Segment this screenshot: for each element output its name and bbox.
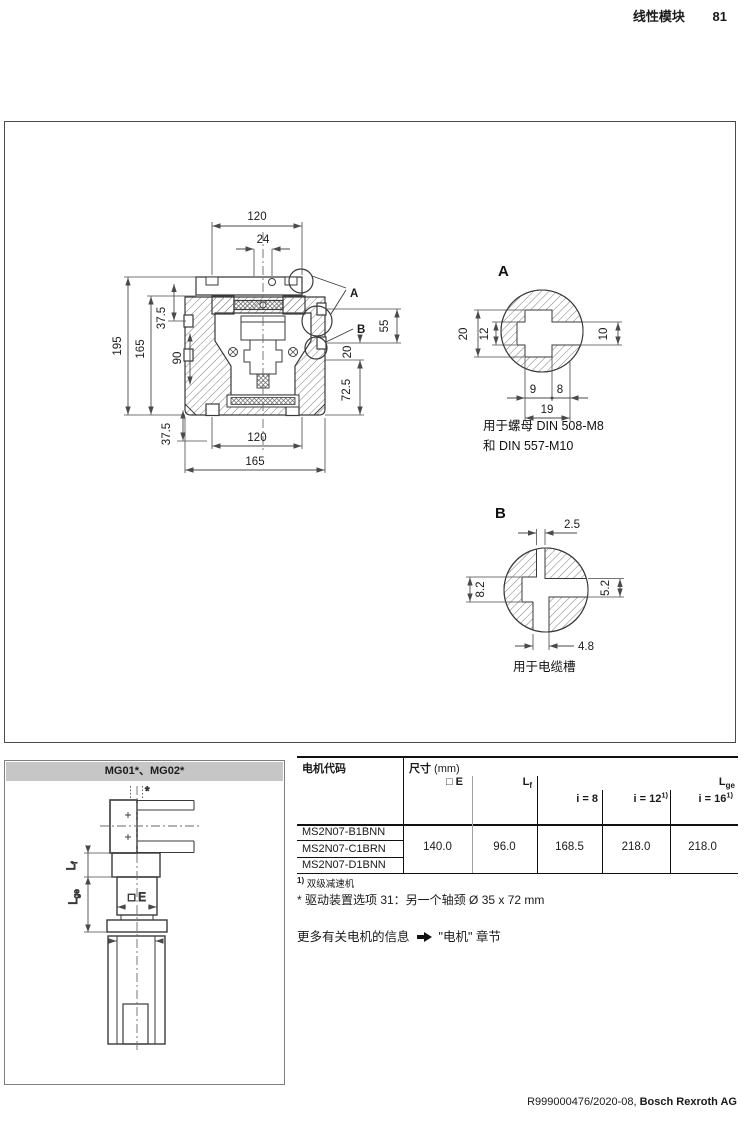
right-arrow-icon bbox=[416, 930, 432, 944]
detail-b-caption: 用于电缆槽 bbox=[513, 660, 576, 674]
value-i12: 218.0 bbox=[621, 841, 651, 853]
motor-figure-panel: MG01*、MG02* bbox=[4, 760, 285, 1085]
col-header-e: □ E bbox=[445, 776, 463, 788]
value-i16: 218.0 bbox=[688, 841, 717, 853]
table-row-motor-code: MS2N07-B1BNN bbox=[302, 826, 386, 838]
more-info-note: 更多有关电机的信息"电机" 章节 bbox=[297, 930, 501, 944]
page-title: 线性模块 bbox=[632, 9, 685, 24]
page-number: 81 bbox=[712, 9, 727, 24]
col-header-i12: i = 121) bbox=[633, 790, 669, 805]
table-row-motor-code: MS2N07-D1BNN bbox=[302, 859, 386, 871]
value-i8: 168.5 bbox=[555, 841, 584, 853]
footnote-2: * 驱动装置选项 31：另一个轴颈 Ø 35 x 72 mm bbox=[297, 893, 545, 907]
detail-a-label: A bbox=[498, 263, 509, 280]
col-header-lf: Lf bbox=[522, 776, 532, 791]
value-e: 140.0 bbox=[423, 841, 452, 853]
detail-a-caption-line1: 用于螺母 DIN 508-M8 bbox=[483, 419, 604, 433]
table-row-motor-code: MS2N07-C1BRN bbox=[302, 843, 386, 855]
document-number: R999000476/2020-08, bbox=[527, 1096, 637, 1108]
page-header: 线性模块 81 bbox=[633, 6, 727, 25]
col-header-i8: i = 8 bbox=[576, 793, 598, 805]
detail-b-label: B bbox=[495, 505, 506, 522]
col-header-motor-code: 电机代码 bbox=[302, 763, 346, 775]
main-drawing-panel bbox=[4, 121, 736, 743]
value-lf: 96.0 bbox=[493, 841, 516, 853]
footnote-1-marker: 1) bbox=[297, 876, 305, 885]
col-header-dim: 尺寸 (mm) bbox=[409, 763, 460, 775]
detail-a-caption-line2: 和 DIN 557-M10 bbox=[483, 439, 574, 453]
motor-figure-title: MG01*、MG02* bbox=[6, 762, 283, 781]
brand-name: Bosch Rexroth AG bbox=[639, 1096, 737, 1108]
motor-dimension-table: 电机代码 尺寸 (mm) □ E Lf Lge i = 8 i = 121) i… bbox=[297, 756, 738, 874]
page-footer: R999000476/2020-08, Bosch Rexroth AG bbox=[527, 1096, 737, 1108]
footnote-1: 1) 双级减速机 bbox=[297, 876, 355, 891]
detail-a-caption: 用于螺母 DIN 508-M8 和 DIN 557-M10 bbox=[483, 416, 604, 456]
col-header-lge: Lge bbox=[718, 776, 735, 791]
col-header-i16: i = 161) bbox=[698, 790, 734, 805]
